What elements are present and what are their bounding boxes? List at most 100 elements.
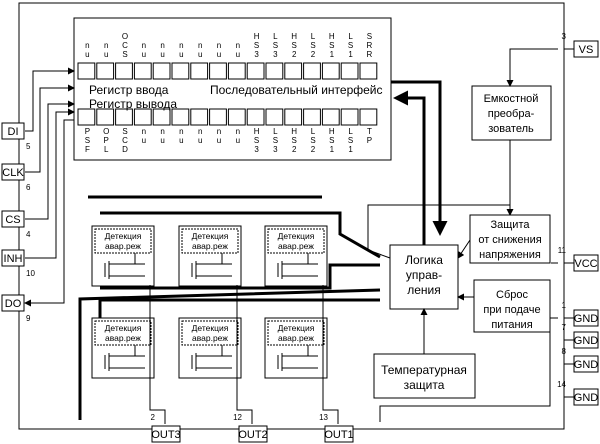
fault-detect-label: Детекция [105,323,142,333]
fault-detect-box [94,228,152,254]
pin-number: 8 [562,347,567,356]
register-bit-letter: R [367,41,373,50]
cs-wire [25,100,75,220]
clk-wire [25,84,75,173]
register-cell [133,62,152,80]
di-wire [25,67,75,132]
fault-detect-label: Детекция [105,231,142,241]
register-bit-letter: n [179,41,183,50]
pin-label: OUT2 [238,429,267,441]
register-bit-letter: u [142,50,146,59]
fault-detect-label: авар.реж [192,241,228,251]
out3-wire [149,285,166,424]
fault-detect-label: Детекция [278,323,315,333]
pin-number: 6 [26,183,31,192]
register-bit-letter: S [329,41,334,50]
register-bit-letter: S [254,41,259,50]
bus-row1-b [100,211,381,259]
output-register-label: Регистр вывода [89,97,177,111]
register-bit-letter: S [348,136,353,145]
register-cell [133,108,152,126]
pin-box [238,425,268,443]
fault-detect-box [94,320,152,346]
register-cell [284,108,303,126]
register-bit-letter: u [160,136,164,145]
register-cell [190,108,209,126]
register-cell [115,108,133,126]
register-cell [77,62,96,80]
register-cell [246,62,265,80]
pin-number: 7 [562,323,567,332]
register-bit-letter: n [217,127,221,136]
register-bit-letter: 2 [311,145,316,154]
register-bit-letter: S [122,127,127,136]
register-bit-letter: S [310,41,315,50]
pin-label: DI [8,126,19,138]
register-bit-letter: P [367,136,372,145]
register-bit-letter: P [104,136,109,145]
register-cell [340,62,359,80]
register-bit-letter: u [160,50,164,59]
pin-label: DO [5,298,22,310]
pin-label: CS [5,214,20,226]
register-bit-letter: S [367,32,372,41]
fault-detect-label: Детекция [192,231,229,241]
register-bit-letter: 3 [254,50,259,59]
register-bit-letter: S [310,136,315,145]
register-bit-letter: O [122,32,128,41]
register-cell [171,108,190,126]
register-bit-letter: S [292,136,297,145]
bus-logic-to-serial [393,90,426,245]
register-bit-letter: L [311,127,316,136]
fault-detect-label: авар.реж [105,333,141,343]
register-bit-letter: n [236,41,240,50]
register-bit-letter: u [85,50,89,59]
register-bit-letter: n [198,127,202,136]
pin-label: CLK [2,167,24,179]
pin-number: 9 [26,314,31,323]
pin-label: GND [574,359,599,371]
register-cell [265,62,284,80]
capacitive-converter-block [471,85,552,141]
register-bit-letter: 1 [348,145,353,154]
register-bit-letter: L [311,32,316,41]
register-bit-letter: n [236,127,240,136]
register-bit-letter: D [122,145,128,154]
register-cell [303,62,321,80]
fault-detect-box [181,320,239,346]
serial-interface-label: Последовательный интерфейс [210,83,383,97]
bus-row2-b [78,288,381,420]
register-cell [227,108,246,126]
pin-number: 11 [558,246,567,255]
register-bit-letter: u [179,50,183,59]
pin-label: INH [4,253,23,265]
register-bit-letter: H [329,127,335,136]
pin-number: 1 [562,301,567,310]
register-bit-letter: n [179,127,183,136]
pin-box [324,425,354,443]
pin-label: OUT1 [324,429,353,441]
register-bit-letter: H [291,127,297,136]
input-register-label: Регистр ввода [89,83,169,97]
out2-wire [236,285,253,424]
register-bit-letter: S [348,41,353,50]
register-cell [265,108,284,126]
register-bit-letter: 3 [273,50,278,59]
register-cell [321,108,340,126]
register-bit-letter: S [273,136,278,145]
register-bit-letter: L [348,127,353,136]
register-cell [284,62,303,80]
register-cell [152,62,171,80]
register-cell [246,108,265,126]
serial-interface-block [73,17,392,161]
fault-detect-label: авар.реж [278,241,314,251]
